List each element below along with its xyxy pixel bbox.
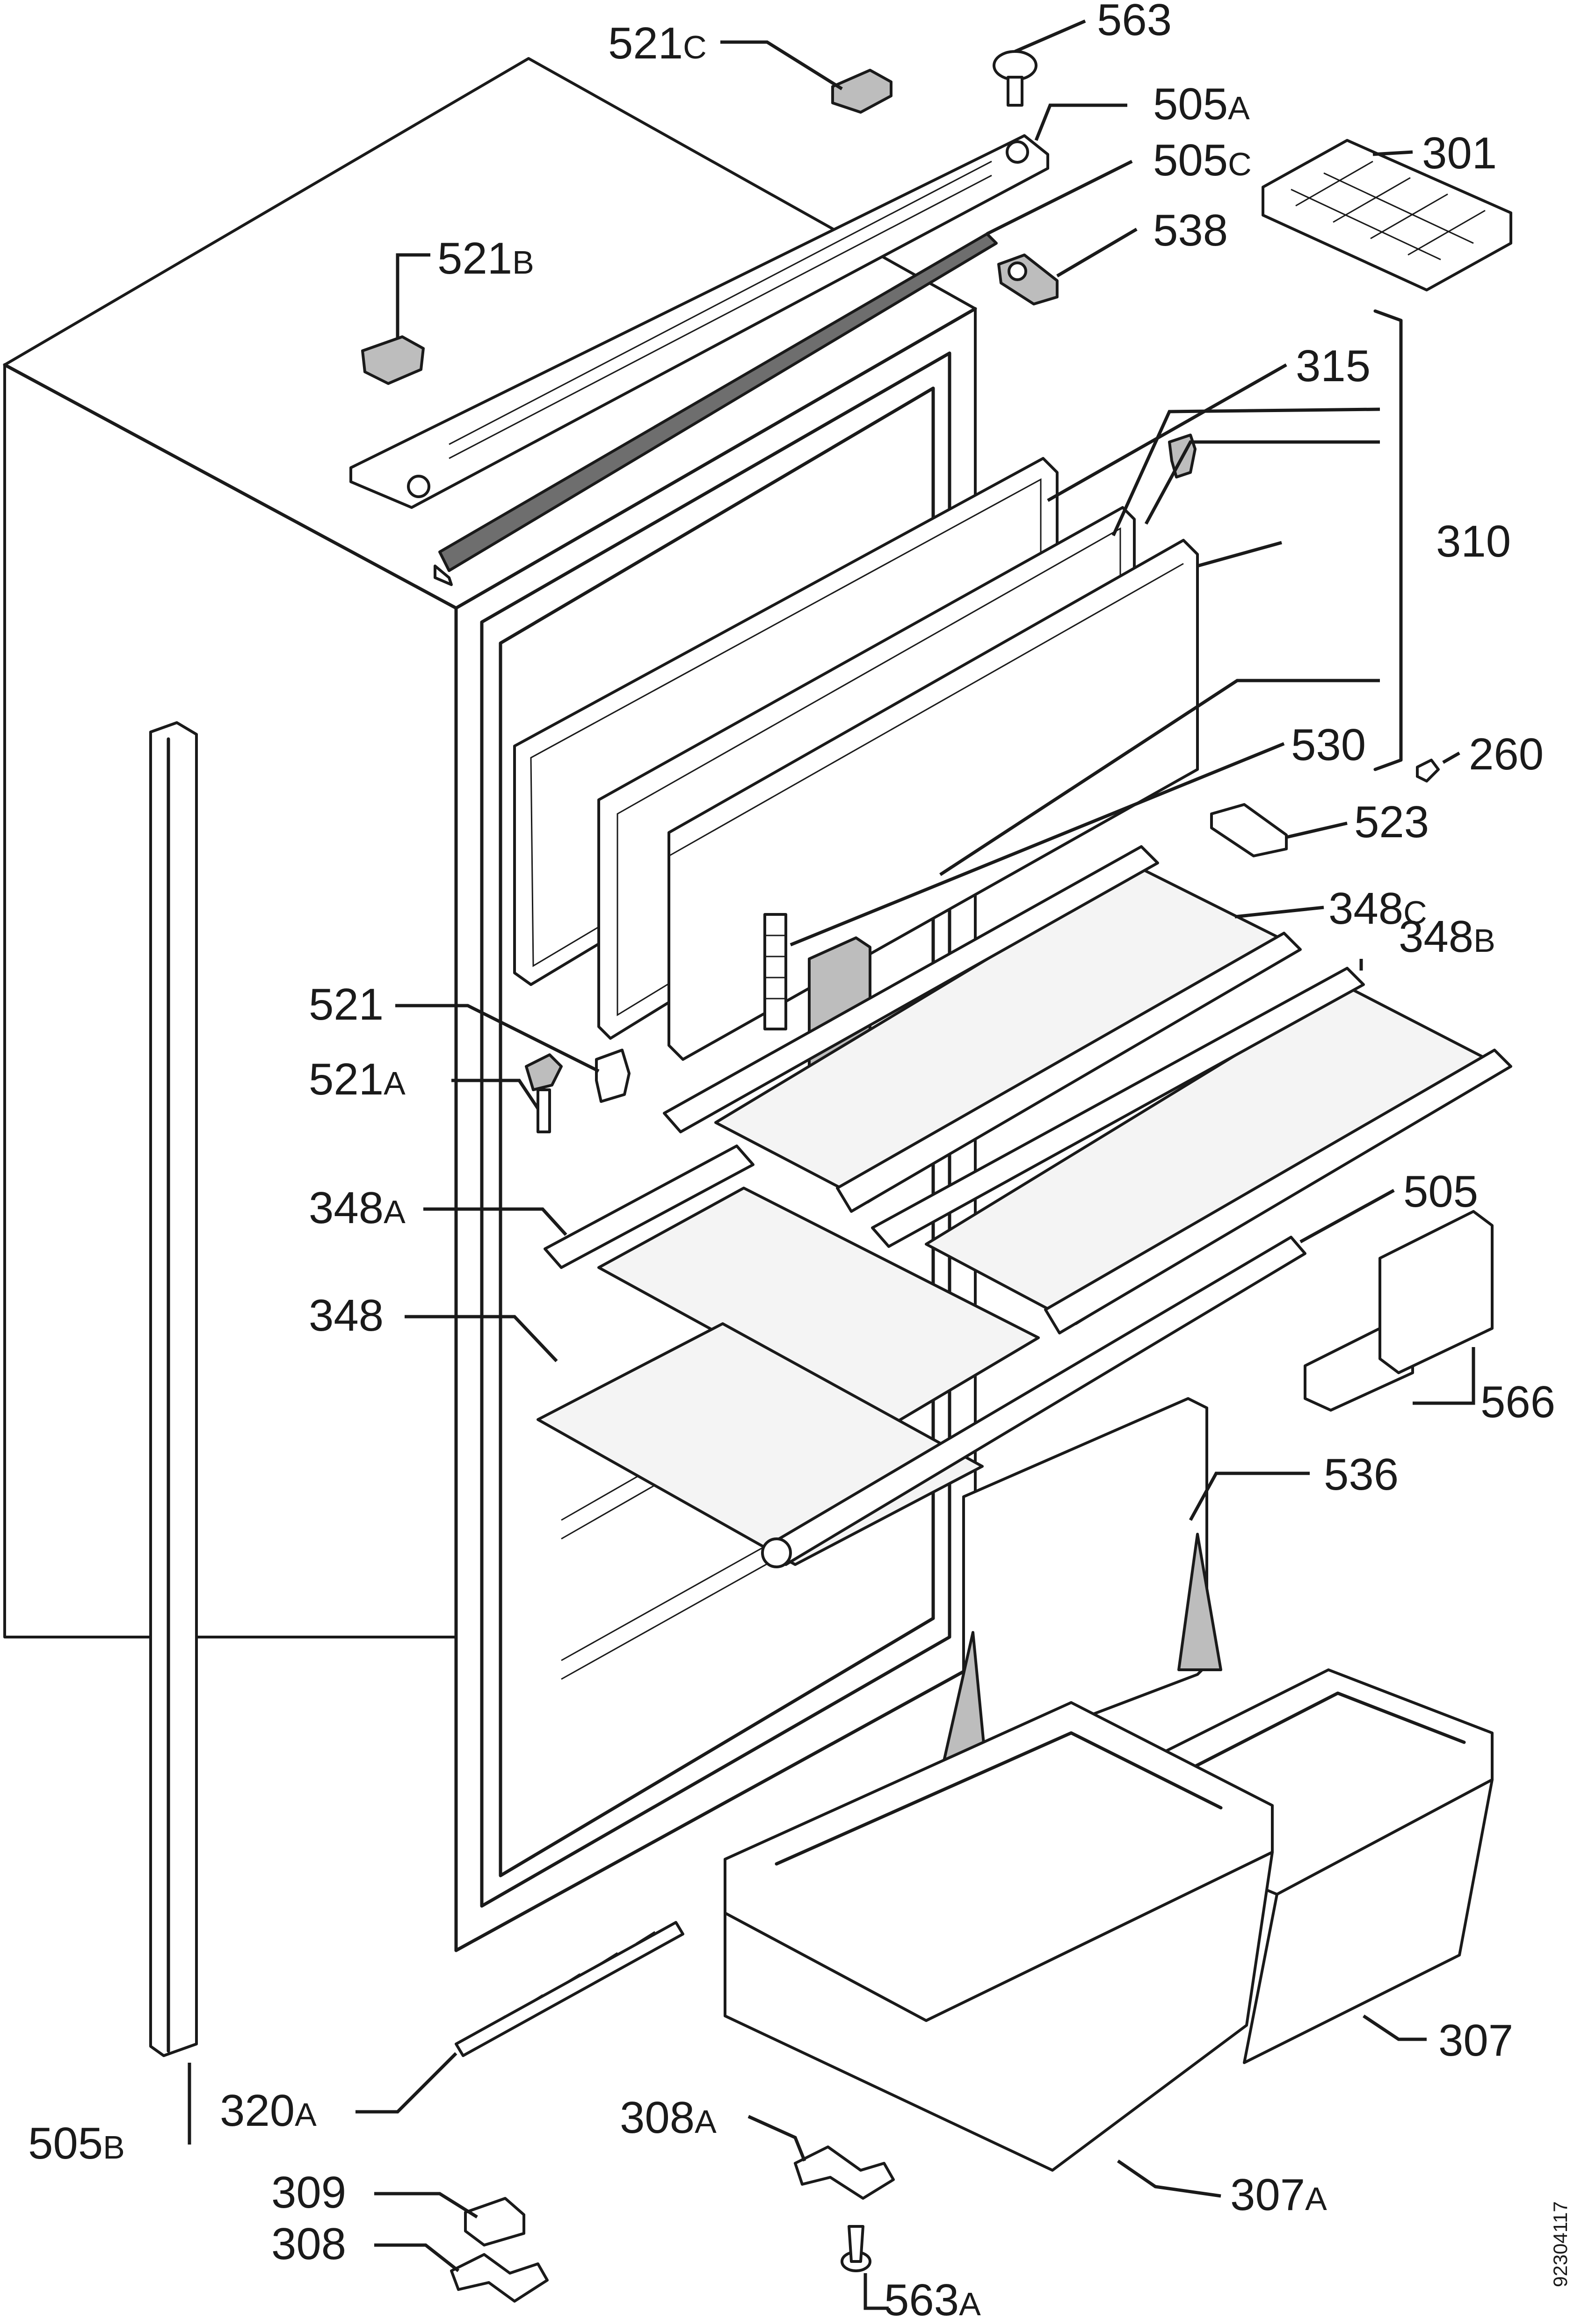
- door-trim-505: [761, 1236, 1306, 1568]
- label-521b: 521B: [437, 233, 534, 283]
- trim-strip-505c: [434, 232, 998, 586]
- shelf-348c: [663, 845, 1302, 1213]
- label-308a: 308A: [620, 2093, 717, 2143]
- door-assembly-bracket: [1373, 309, 1403, 771]
- label-310: 310: [1436, 516, 1511, 566]
- label-538: 538: [1153, 205, 1228, 255]
- door-hinge-spring: [763, 913, 787, 1030]
- label-505a: 505A: [1153, 79, 1250, 129]
- label-307a: 307A: [1230, 2170, 1327, 2220]
- spacer-309: [464, 2197, 525, 2247]
- door-panel-530: [667, 539, 1199, 1061]
- label-348b: 348B: [1399, 912, 1495, 962]
- label-521c: 521C: [608, 18, 707, 68]
- label-348: 348: [309, 1290, 384, 1341]
- label-301: 301: [1422, 128, 1497, 178]
- label-348a: 348A: [309, 1183, 406, 1233]
- label-530: 530: [1291, 720, 1366, 770]
- label-521a: 521A: [309, 1054, 406, 1104]
- label-505c: 505C: [1153, 135, 1252, 185]
- door-bin-307a: [724, 1701, 1274, 2172]
- label-348c: 348C: [1328, 884, 1427, 934]
- side-trim-strip: [149, 721, 198, 2057]
- top-trim-505a: [349, 134, 1049, 509]
- label-563a: 563A: [884, 2275, 981, 2319]
- part-labels: 563 521C 505A 505C 301 538 521B 315 310 …: [28, 0, 1555, 2319]
- bottom-trim-320a: [455, 1921, 684, 2057]
- bracket-538: [997, 254, 1059, 305]
- egg-tray-566: [1304, 1210, 1494, 1412]
- label-523: 523: [1354, 797, 1429, 847]
- label-260: 260: [1469, 729, 1544, 779]
- hinge-pin-523: [1210, 803, 1288, 857]
- screw-563a: [841, 2225, 871, 2272]
- screw-563: [993, 50, 1037, 107]
- label-315: 315: [1296, 341, 1371, 391]
- label-307: 307: [1438, 2015, 1513, 2065]
- leader-lines: [188, 19, 1475, 2310]
- label-505: 505: [1403, 1167, 1478, 1217]
- label-521: 521: [309, 979, 384, 1029]
- clip-260: [1416, 759, 1440, 783]
- cover-521: [595, 1049, 631, 1103]
- label-505b: 505B: [28, 2118, 125, 2168]
- label-320a: 320A: [220, 2086, 317, 2136]
- label-536: 536: [1324, 1449, 1399, 1500]
- hinge-cover-521c: [831, 69, 892, 114]
- hinge-521a: [525, 1053, 563, 1133]
- label-309: 309: [271, 2167, 346, 2218]
- label-308: 308: [271, 2219, 346, 2269]
- cover-521b: [361, 335, 425, 385]
- label-563: 563: [1097, 0, 1172, 45]
- label-566: 566: [1480, 1377, 1555, 1427]
- shelf-348b: [871, 967, 1512, 1334]
- hinge-bracket-308a: [794, 2145, 895, 2200]
- document-id: 92304117: [1549, 2201, 1571, 2287]
- ice-cube-tray: [1262, 139, 1512, 291]
- hinge-bracket-308: [450, 2253, 549, 2303]
